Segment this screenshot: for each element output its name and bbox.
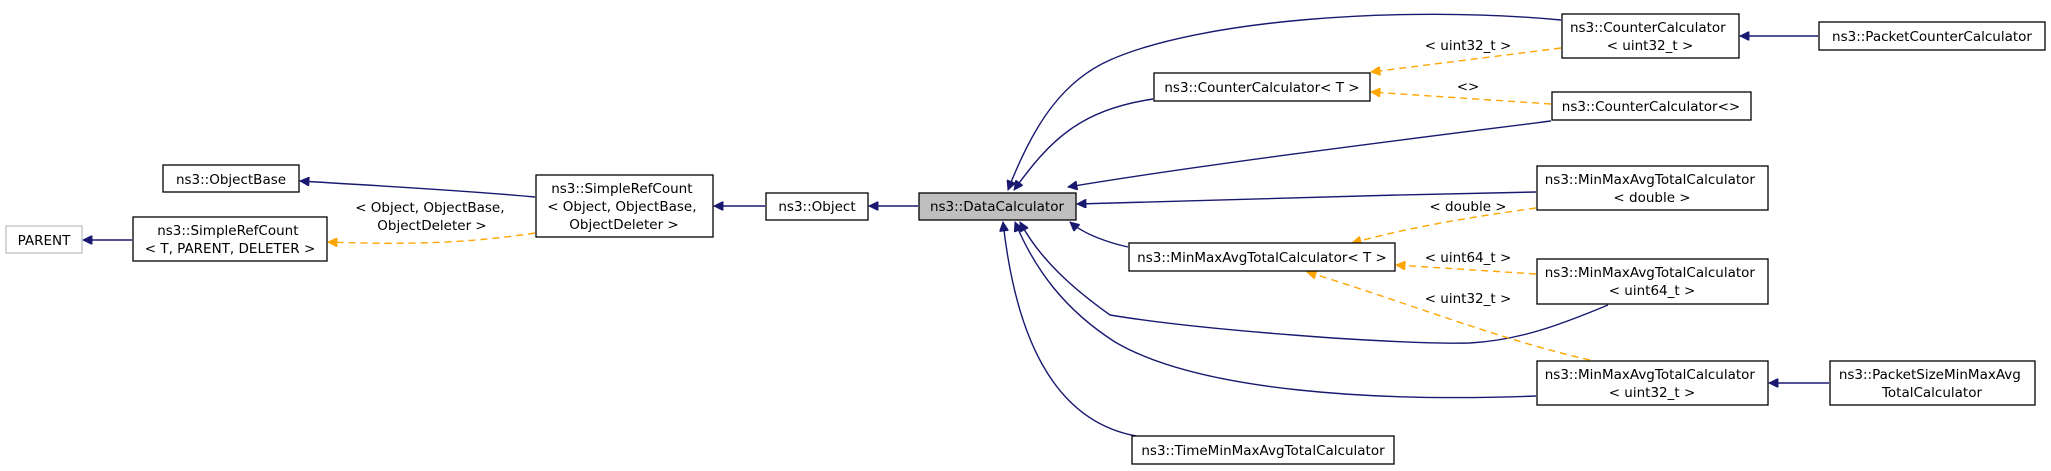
node-counter-calculator-t[interactable]: ns3::CounterCalculator< T > (1153, 72, 1371, 102)
node-parent[interactable]: PARENT (5, 225, 83, 254)
svg-text:ns3::CounterCalculator <: ns3::CounterCalculator < uint32_t > (1570, 20, 1730, 54)
node-simple-ref-count-template[interactable]: ns3::SimpleRefCount < T, PARENT, DELETER… (132, 216, 328, 262)
edge-countert-to-datacalculator (1014, 98, 1154, 190)
node-counter-calculator-uint32[interactable]: ns3::CounterCalculator < uint32_t > (1561, 13, 1740, 59)
edge-minmaxuint64-to-datacalculator (1019, 222, 1609, 344)
edge-label-empty-counter: <> (1457, 79, 1480, 95)
edge-counterdefault-to-countert (1371, 92, 1552, 105)
svg-text:ns3::CounterCalculator<>: ns3::CounterCalculator<> (1562, 99, 1740, 115)
edge-simplerefcount-to-tmpl (328, 232, 536, 243)
edge-minmaxuint32-to-datacalculator (1015, 222, 1537, 399)
svg-text:ns3::TimeMinMaxAvgTotalCalcula: ns3::TimeMinMaxAvgTotalCalculator (1141, 443, 1385, 459)
node-object[interactable]: ns3::Object (765, 192, 869, 221)
node-minmax-t[interactable]: ns3::MinMaxAvgTotalCalculator< T > (1128, 242, 1396, 272)
node-minmax-uint32[interactable]: ns3::MinMaxAvgTotalCalculator < uint32_t… (1536, 360, 1769, 406)
node-packet-size-minmax[interactable]: ns3::PacketSizeMinMaxAvg TotalCalculator (1829, 360, 2036, 406)
svg-text:ns3::PacketSizeMinMaxAvg: ns3::PacketSizeMinMaxAvg TotalCalculator (1839, 367, 2025, 401)
edge-label-object-tmpl: < Object, ObjectBase, ObjectDeleter > (355, 200, 509, 234)
node-counter-calculator-default[interactable]: ns3::CounterCalculator<> (1551, 91, 1752, 121)
svg-text:PARENT: PARENT (18, 233, 72, 249)
svg-text:ns3::MinMaxAvgTotalCalculator: ns3::MinMaxAvgTotalCalculator < double > (1545, 172, 1760, 206)
svg-text:ns3::MinMaxAvgTotalCalculator: ns3::MinMaxAvgTotalCalculator < uint32_t… (1545, 367, 1760, 401)
node-packet-counter-calculator[interactable]: ns3::PacketCounterCalculator (1818, 21, 2046, 51)
edge-simplerefcount-to-objectbase (300, 181, 536, 198)
node-simple-ref-count[interactable]: ns3::SimpleRefCount < Object, ObjectBase… (535, 174, 714, 238)
edge-counterdefault-to-datacalculator (1068, 120, 1552, 187)
edge-minmaxdouble-to-minmaxt (1352, 207, 1537, 243)
edge-timeminmax-to-datacalculator (1003, 222, 1137, 437)
node-minmax-uint64[interactable]: ns3::MinMaxAvgTotalCalculator < uint64_t… (1536, 258, 1769, 305)
svg-text:ns3::Object: ns3::Object (778, 199, 855, 215)
edges (83, 13, 1829, 437)
node-time-minmax[interactable]: ns3::TimeMinMaxAvgTotalCalculator (1131, 435, 1395, 465)
edge-minmaxuint32-to-minmaxt (1307, 272, 1591, 361)
edge-counteruint32-to-countert (1371, 47, 1562, 72)
svg-text:ns3::MinMaxAvgTotalCalculator: ns3::MinMaxAvgTotalCalculator < uint64_t… (1545, 265, 1760, 299)
svg-text:ns3::ObjectBase: ns3::ObjectBase (176, 172, 286, 188)
edge-label-uint64-minmax: < uint64_t > (1425, 250, 1512, 266)
svg-text:ns3::SimpleRefCount < T,: ns3::SimpleRefCount < T, PARENT, DELETER… (145, 223, 316, 257)
edge-minmaxuint64-to-minmaxt (1396, 265, 1537, 275)
edge-label-uint32-minmax: < uint32_t > (1425, 291, 1512, 307)
node-minmax-double[interactable]: ns3::MinMaxAvgTotalCalculator < double > (1536, 165, 1769, 211)
svg-text:ns3::MinMaxAvgTotalCalculator<: ns3::MinMaxAvgTotalCalculator< T > (1137, 250, 1387, 266)
node-object-base[interactable]: ns3::ObjectBase (162, 164, 300, 193)
svg-text:ns3::SimpleRefCount < Ob: ns3::SimpleRefCount < Object, ObjectBase… (547, 181, 701, 233)
edge-minmaxdouble-to-datacalculator (1077, 191, 1537, 204)
svg-text:ns3::PacketCounterCalculator: ns3::PacketCounterCalculator (1832, 29, 2032, 45)
edge-minmaxt-to-datacalculator (1070, 222, 1129, 248)
edge-label-uint32-counter: < uint32_t > (1425, 38, 1512, 54)
svg-text:ns3::DataCalculator: ns3::DataCalculator (930, 199, 1065, 215)
edge-counteruint32-to-datacalculator (1008, 13, 1562, 190)
edge-labels: < Object, ObjectBase, ObjectDeleter > < … (355, 38, 1511, 307)
edge-label-double-minmax: < double > (1429, 199, 1506, 215)
node-data-calculator[interactable]: ns3::DataCalculator (918, 192, 1077, 221)
svg-text:ns3::CounterCalculator< T >: ns3::CounterCalculator< T > (1164, 80, 1359, 96)
